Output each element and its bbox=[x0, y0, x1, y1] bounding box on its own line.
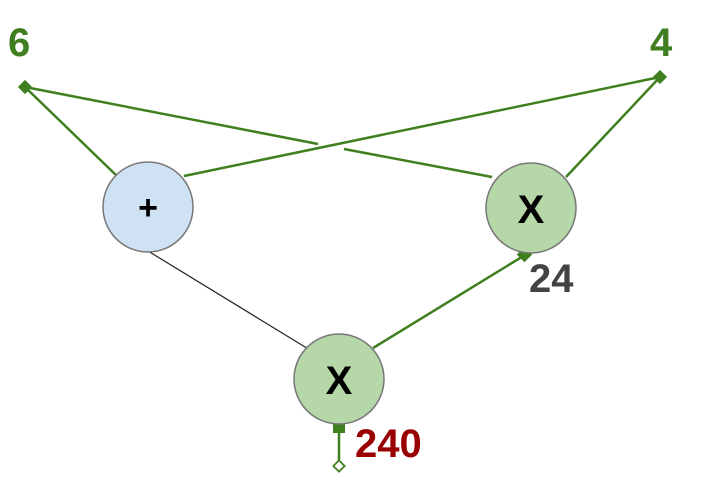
add-node-symbol: + bbox=[138, 189, 158, 227]
edge-input4-to-mul-right bbox=[565, 76, 661, 178]
mul-bottom-node: X bbox=[293, 333, 385, 425]
input-right-value: 4 bbox=[650, 21, 673, 65]
add-node-circle bbox=[102, 161, 194, 253]
mul-right-node-circle bbox=[485, 162, 577, 254]
edge-input6-to-add bbox=[24, 86, 119, 178]
add-node: + bbox=[102, 161, 194, 253]
final-output-value: 240 bbox=[355, 422, 422, 466]
mul-right-node-symbol: X bbox=[518, 188, 545, 232]
output-hollow-diamond-marker bbox=[332, 459, 346, 473]
edge-input4-to-add bbox=[183, 75, 661, 178]
mul-bottom-node-symbol: X bbox=[326, 359, 353, 403]
edge-add-to-mul-bottom bbox=[147, 250, 311, 351]
edge-input6-to-mul-right-b bbox=[343, 147, 493, 179]
edge-mul-bottom-to-mul-right bbox=[372, 253, 526, 350]
mul-right-node: X bbox=[485, 162, 577, 254]
input-left-value: 6 bbox=[8, 21, 30, 65]
input4-diamond-marker bbox=[652, 69, 668, 85]
mul-right-output-value: 24 bbox=[529, 257, 574, 301]
edge-input6-to-mul-right bbox=[24, 85, 319, 146]
mul-bottom-node-circle bbox=[293, 333, 385, 425]
edges bbox=[24, 75, 661, 462]
